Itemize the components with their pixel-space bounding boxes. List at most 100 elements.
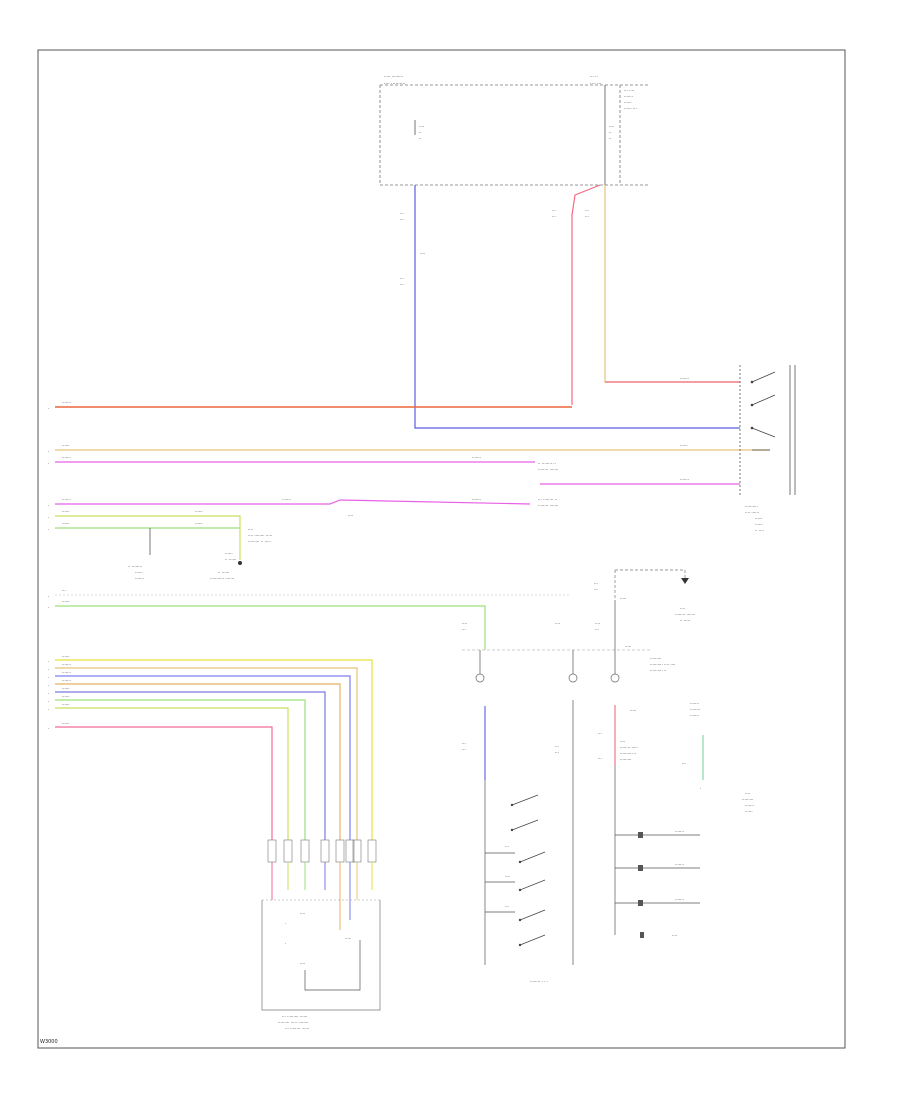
svg-text:····: ···· xyxy=(505,874,510,879)
svg-text:·······: ······· xyxy=(624,94,633,99)
svg-text:·······: ······· xyxy=(745,803,754,808)
svg-text:·········: ········· xyxy=(650,656,661,661)
svg-text:·: · xyxy=(48,527,49,532)
svg-text:···: ··· xyxy=(595,627,599,632)
svg-text:········ · · ·: ········ · · · xyxy=(530,979,548,984)
svg-text:··· ··: ··· ·· xyxy=(590,74,598,79)
svg-text:······ ···: ······ ··· xyxy=(624,106,637,111)
svg-text:·: · xyxy=(48,461,49,466)
svg-text:····: ···· xyxy=(248,527,253,532)
svg-text:··· ········ ······: ··· ········ ······ xyxy=(285,1026,309,1031)
svg-text:·: · xyxy=(48,449,49,454)
svg-text:····: ···· xyxy=(620,739,625,744)
svg-text:·······: ······· xyxy=(690,701,699,706)
svg-text:···: ··· xyxy=(400,211,404,216)
svg-text:·······: ······· xyxy=(680,376,689,381)
svg-text:········ ·······: ········ ······· xyxy=(675,612,695,617)
wire-blue-main xyxy=(414,185,740,429)
svg-text:·········· ··: ·········· ·· xyxy=(650,668,667,673)
svg-text:······: ······ xyxy=(62,702,70,707)
diagram-code: W3000 xyxy=(40,1039,58,1045)
svg-text:··: ·· xyxy=(419,130,422,135)
svg-text:·······: ······· xyxy=(135,576,144,581)
svg-text:····: ···· xyxy=(680,606,685,611)
svg-text:···: ··· xyxy=(552,214,556,219)
svg-text:······: ······ xyxy=(755,522,763,527)
svg-text:········: ········ xyxy=(690,707,700,712)
svg-text:········· ·· ·····: ········· ·· ····· xyxy=(248,539,271,544)
svg-text:···: ··· xyxy=(400,276,404,281)
svg-text:···: ··· xyxy=(462,741,466,746)
svg-text:······: ······ xyxy=(745,809,753,814)
svg-text:······: ······ xyxy=(62,721,70,726)
svg-text:····· ·········: ····· ········· xyxy=(384,74,403,79)
svg-text:·: · xyxy=(285,941,286,946)
harness-connector-pins xyxy=(267,839,377,930)
svg-text:···: ··· xyxy=(555,750,559,755)
svg-text:····: ···· xyxy=(300,911,305,916)
svg-text:·······: ······· xyxy=(62,400,71,405)
svg-text:·······: ······· xyxy=(472,455,481,460)
svg-text:······: ······ xyxy=(624,100,632,105)
svg-text:·· ········: ·· ········ xyxy=(128,564,142,569)
svg-text:······: ······ xyxy=(62,521,70,526)
svg-text:·······: ······· xyxy=(62,678,71,683)
svg-text:····: ···· xyxy=(672,933,677,938)
svg-text:···: ··· xyxy=(505,904,509,909)
harness-bundle: ······· ········ ········ ········ ·····… xyxy=(48,654,373,840)
svg-text:····: ···· xyxy=(419,124,424,129)
svg-text:··········· ·······: ··········· ······· xyxy=(210,576,234,581)
svg-text:·· ······: ·· ······ xyxy=(218,570,229,575)
svg-text:·····: ····· xyxy=(630,708,636,713)
svg-text:···: ··· xyxy=(594,581,598,586)
svg-text:········ ·······: ········ ······· xyxy=(538,467,558,472)
svg-text:·: · xyxy=(48,605,49,610)
svg-text:······: ······ xyxy=(135,570,143,575)
svg-text:······: ······ xyxy=(195,509,203,514)
svg-text:······: ······ xyxy=(195,521,203,526)
svg-text:····: ···· xyxy=(555,621,560,626)
svg-text:····: ···· xyxy=(300,961,305,966)
wire-yellowgreen-1 xyxy=(55,515,241,560)
diagram-frame xyxy=(37,49,846,1049)
svg-text:···· ········ ·····: ···· ········ ····· xyxy=(248,533,272,538)
svg-text:········ ·······: ········ ······· xyxy=(538,503,558,508)
svg-text:·······: ······· xyxy=(680,477,689,482)
svg-text:·······: ······· xyxy=(62,670,71,675)
svg-text:·····: ····· xyxy=(625,644,631,649)
svg-text:·······: ······· xyxy=(62,662,71,667)
svg-text:····: ···· xyxy=(609,124,614,129)
wire-lightgreen-3 xyxy=(55,605,486,650)
svg-text:··: ·· xyxy=(609,130,612,135)
svg-text:····: ···· xyxy=(745,791,750,796)
svg-text:·······: ······· xyxy=(675,862,684,867)
svg-text:·······: ······· xyxy=(62,455,71,460)
svg-text:······: ······ xyxy=(755,516,763,521)
svg-text:···: ··· xyxy=(585,208,589,213)
svg-text:·······: ······· xyxy=(62,497,71,502)
svg-text:···: ··· xyxy=(555,744,559,749)
svg-text:··········: ·········· xyxy=(745,504,758,509)
svg-text:·········: ········· xyxy=(742,797,753,802)
svg-text:·········: ········· xyxy=(620,757,631,762)
svg-text:······: ······ xyxy=(62,509,70,514)
wire-tan-feed xyxy=(604,185,740,383)
svg-text:·······: ······· xyxy=(675,897,684,902)
svg-text:·: · xyxy=(48,515,49,520)
svg-text:···: ··· xyxy=(400,217,404,222)
control-module: · ···· · ····· ···· ··· ········· ······… xyxy=(261,899,381,1031)
svg-text:·: · xyxy=(48,691,49,696)
svg-text:······: ······ xyxy=(62,654,70,659)
svg-text:·: · xyxy=(48,406,49,411)
svg-text:·: · xyxy=(48,503,49,508)
svg-text:····: ···· xyxy=(595,621,600,626)
svg-text:······: ······ xyxy=(62,694,70,699)
svg-text:·····: ····· xyxy=(345,936,351,941)
svg-text:·· ········ ··: ·· ········ ·· xyxy=(538,461,556,466)
wire-pink-feed xyxy=(571,184,601,405)
svg-text:·: · xyxy=(48,667,49,672)
svg-text:····: ···· xyxy=(462,621,467,626)
svg-text:··· ········ ··: ··· ········ ·· xyxy=(538,497,557,502)
svg-text:··· ········· ······: ··· ········· ······ xyxy=(282,1014,307,1019)
